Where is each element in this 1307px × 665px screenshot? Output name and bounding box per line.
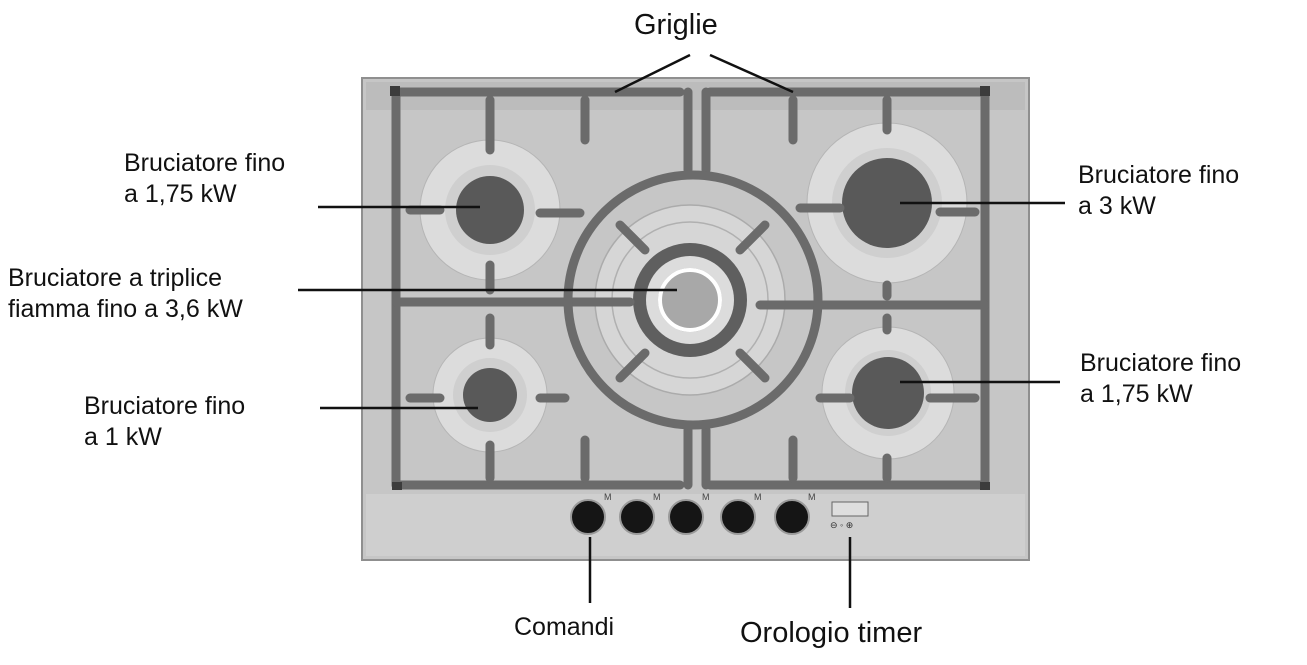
label-line: a 1,75 kW: [124, 180, 237, 208]
knob-4: M: [720, 492, 762, 535]
label-line: a 3 kW: [1078, 192, 1156, 220]
svg-text:M: M: [653, 492, 661, 502]
label-line: a 1,75 kW: [1080, 380, 1193, 408]
label-line: Bruciatore fino: [1078, 161, 1240, 189]
svg-text:M: M: [808, 492, 816, 502]
label-burner-right-top: Bruciatore fino a 3 kW: [1078, 160, 1239, 222]
label-line: Bruciatore fino: [124, 149, 286, 177]
burner-right-top: [806, 122, 968, 284]
label-burner-left-top: Bruciatore fino a 1,75 kW: [124, 148, 285, 210]
label-line: Bruciatore a triplice: [8, 264, 222, 292]
label-griglie: Griglie: [634, 9, 718, 41]
grates: [391, 87, 990, 490]
label-line: fiamma fino a 3,6 kW: [8, 295, 243, 323]
knob-2: M: [619, 492, 661, 535]
svg-text:M: M: [754, 492, 762, 502]
label-line: Bruciatore fino: [1080, 349, 1242, 377]
label-comandi: Comandi: [514, 613, 615, 641]
burner-right-bottom: [821, 326, 955, 460]
label-orologio-timer: Orologio timer: [740, 617, 923, 649]
control-knobs: M M M M M: [570, 492, 816, 535]
label-burner-left-bottom: Bruciatore fino a 1 kW: [84, 391, 245, 453]
knob-1: M: [570, 492, 612, 535]
timer-display: ⊖ ◦ ⊕: [830, 501, 869, 530]
svg-text:M: M: [604, 492, 612, 502]
label-burner-right-bottom: Bruciatore fino a 1,75 kW: [1080, 348, 1241, 410]
svg-text:M: M: [702, 492, 710, 502]
knob-3: M: [668, 492, 710, 535]
knob-5: M: [774, 492, 816, 535]
svg-text:⊖ ◦ ⊕: ⊖ ◦ ⊕: [830, 520, 853, 530]
label-line: a 1 kW: [84, 423, 162, 451]
label-burner-center: Bruciatore a triplice fiamma fino a 3,6 …: [8, 263, 243, 325]
grate-feet: [390, 86, 990, 490]
label-line: Bruciatore fino: [84, 392, 246, 420]
leader-lines: [298, 53, 1065, 608]
burner-left-bottom: [432, 337, 548, 453]
